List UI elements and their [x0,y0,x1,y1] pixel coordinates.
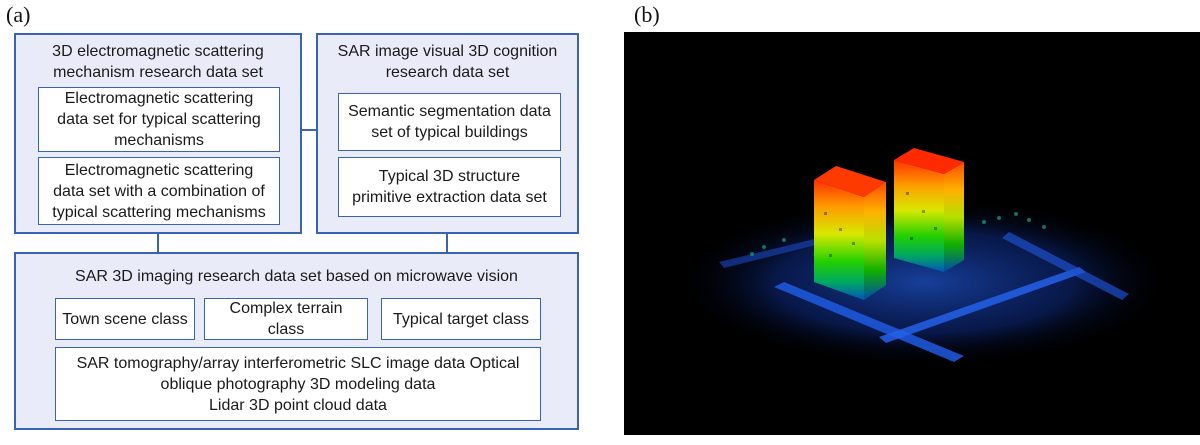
em-scattering-dataset-title: 3D electromagnetic scattering mechanism … [52,43,264,81]
connector-left [157,234,159,252]
em-item-typical-mechanisms: Electromagnetic scattering data set for … [38,87,280,152]
em-item-combination-mechanisms: Electromagnetic scattering data set with… [38,157,280,225]
panel-b-label: (b) [634,2,660,27]
data-types-box: SAR tomography/array interferometric SLC… [55,347,541,421]
class-complex-terrain: Complex terrain class [204,298,368,340]
panel-a-label: (a) [6,2,31,27]
cognition-item-primitive-extraction: Typical 3D structure primitive extractio… [338,157,561,217]
cognition-dataset-box: SAR image visual 3D cognition research d… [316,33,579,234]
cognition-dataset-title: SAR image visual 3D cognition research d… [337,43,558,81]
class-town-scene: Town scene class [55,298,195,340]
imaging-dataset-title: SAR 3D imaging research data set based o… [75,268,518,285]
point-cloud-image [674,148,1174,367]
imaging-dataset-box: SAR 3D imaging research data set based o… [14,252,579,430]
point-cloud-panel [624,32,1200,435]
connector-right [446,234,448,252]
cognition-item-semantic-segmentation: Semantic segmentation data set of typica… [338,93,561,151]
em-scattering-dataset-box: 3D electromagnetic scattering mechanism … [14,33,302,234]
class-typical-target: Typical target class [381,298,541,340]
connector-top [302,129,316,131]
